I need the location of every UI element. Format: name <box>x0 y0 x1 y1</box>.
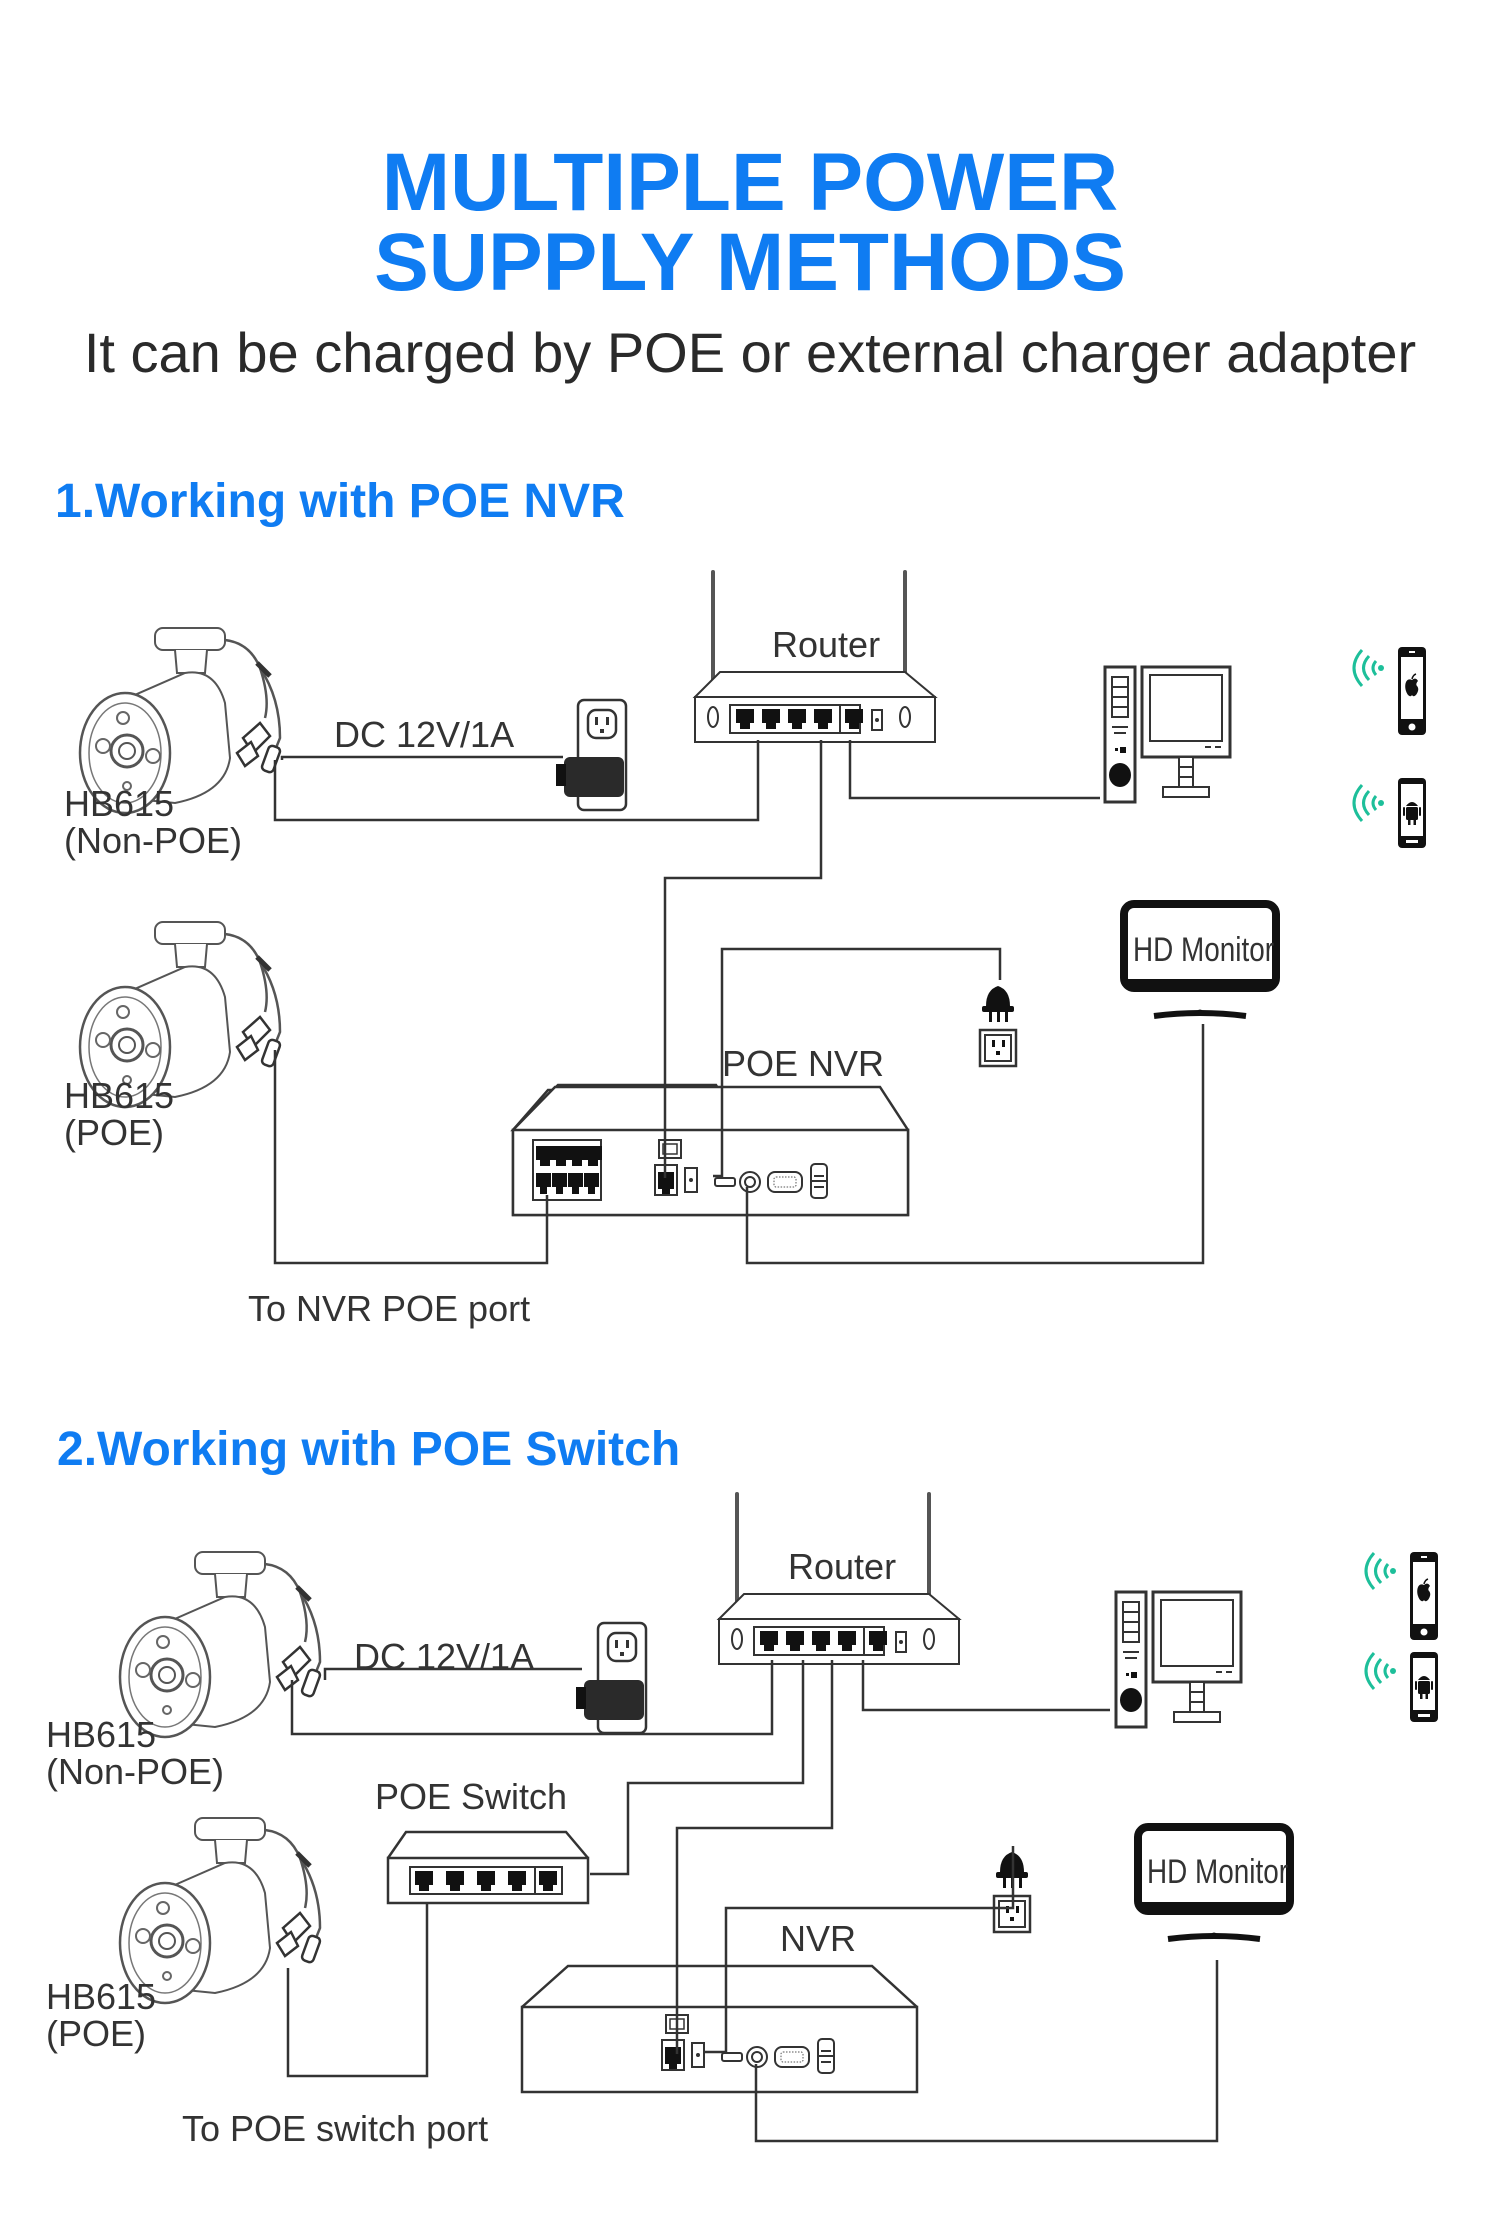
poe-nvr-icon <box>510 1083 910 1217</box>
main-title-line2: SUPPLY METHODS <box>374 217 1126 308</box>
poe-switch-label: POE Switch <box>375 1776 568 1817</box>
camera-nonpoe-type-label: (Non-POE) <box>46 1751 225 1792</box>
iphone-apple-icon <box>1397 646 1427 736</box>
port-note-label: To NVR POE port <box>248 1288 531 1329</box>
wifi-icon <box>1364 1551 1398 1591</box>
camera-poe-type-label: (POE) <box>46 2013 147 2054</box>
camera-poe-type-label: (POE) <box>64 1112 165 1153</box>
camera-poe-model-label: HB615 <box>46 1976 157 2017</box>
section1-diagram <box>80 186 1427 1265</box>
iphone-apple-icon <box>1409 1551 1439 1641</box>
power-adapter-icon <box>574 1621 648 1735</box>
wifi-icon <box>1364 1651 1398 1691</box>
port-note-label: To POE switch port <box>182 2108 489 2149</box>
router-label: Router <box>772 624 881 665</box>
power-spec-label: DC 12V/1A <box>354 1636 535 1677</box>
camera-nonpoe-model-label: HB615 <box>64 783 175 824</box>
section2-title: 2.Working with POE Switch <box>57 1423 681 1476</box>
android-phone-icon <box>1398 778 1426 848</box>
poe-nvr-label: POE NVR <box>722 1043 885 1084</box>
poe-switch-icon <box>386 1830 590 1905</box>
nvr-label: NVR <box>780 1918 857 1959</box>
power-spec-label: DC 12V/1A <box>334 714 515 755</box>
section2-diagram <box>120 1494 1439 2143</box>
section1-title: 1.Working with POE NVR <box>55 475 625 528</box>
router-label: Router <box>788 1546 897 1587</box>
camera-nonpoe-model-label: HB615 <box>46 1714 157 1755</box>
desktop-pc-icon <box>1103 665 1232 804</box>
hd-monitor-label: HD Monitor <box>1133 931 1274 969</box>
camera-nonpoe-type-label: (Non-POE) <box>64 820 243 861</box>
main-title-line1: MULTIPLE POWER <box>381 137 1119 228</box>
hd-monitor-label: HD Monitor <box>1147 1853 1288 1891</box>
plug-icon <box>978 984 1018 1068</box>
wifi-icon <box>1352 783 1386 823</box>
section1-wires <box>273 740 1205 1265</box>
camera-poe-model-label: HB615 <box>64 1075 175 1116</box>
wifi-icon <box>1352 648 1386 688</box>
desktop-pc-icon <box>1114 1590 1243 1729</box>
subtitle: It can be charged by POE or external cha… <box>83 321 1417 384</box>
power-adapter-icon <box>554 698 628 812</box>
section2-wires <box>286 1660 1219 2143</box>
android-phone-icon <box>1410 1652 1438 1722</box>
nvr-icon <box>520 1964 919 2094</box>
